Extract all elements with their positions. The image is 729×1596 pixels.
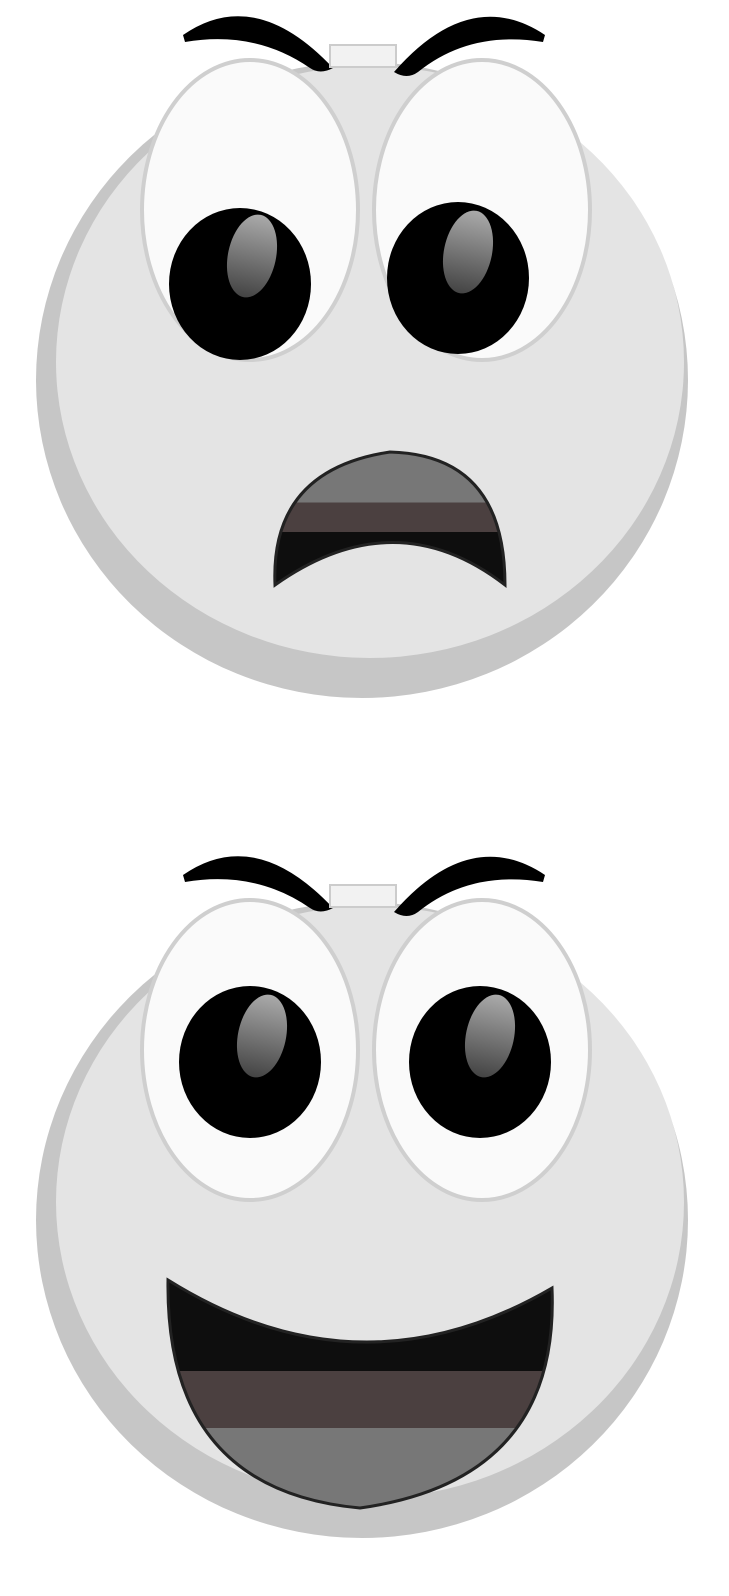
left-eye xyxy=(179,986,321,1138)
left-eye xyxy=(169,208,311,360)
frown-mouth xyxy=(273,450,507,589)
worried-face xyxy=(34,14,690,701)
smile-mouth xyxy=(166,1277,554,1510)
happy-face xyxy=(34,854,690,1540)
right-eye xyxy=(409,986,551,1138)
right-eye xyxy=(387,202,529,354)
